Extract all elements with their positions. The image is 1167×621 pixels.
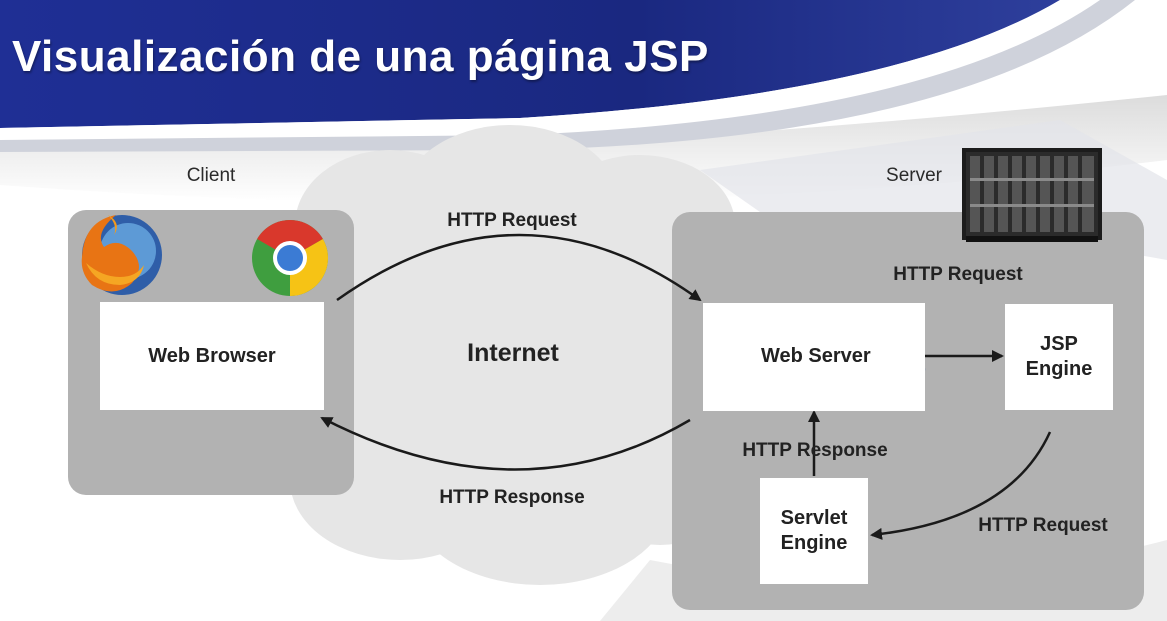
server-heading: Server <box>886 165 942 186</box>
internet-label: Internet <box>467 339 559 367</box>
request-to-servlet-label: HTTP Request <box>978 515 1108 536</box>
web-server-box: Web Server <box>703 303 925 411</box>
firefox-logo-icon <box>81 215 162 295</box>
arrow-jsp-to-servlet <box>870 431 1052 540</box>
arrow-webserver-to-client <box>320 416 691 471</box>
response-to-web-label: HTTP Response <box>742 440 888 461</box>
internet-request-label: HTTP Request <box>447 210 577 231</box>
web-server-label: Web Server <box>761 345 871 367</box>
arrows <box>320 233 1052 540</box>
title-banner <box>0 0 1135 152</box>
internet-response-label: HTTP Response <box>439 487 585 508</box>
chrome-logo-icon <box>252 220 328 296</box>
client-heading: Client <box>186 165 236 186</box>
servlet-engine-box: Servlet Engine <box>760 478 868 584</box>
jsp-engine-box: JSP Engine <box>1005 304 1113 410</box>
web-browser-box: Web Browser <box>100 302 324 410</box>
server-rack-icon <box>962 148 1102 242</box>
slide-title: Visualización de una página JSP <box>12 32 709 81</box>
request-to-jsp-label: HTTP Request <box>893 264 1023 285</box>
arrow-client-to-webserver <box>336 233 702 302</box>
